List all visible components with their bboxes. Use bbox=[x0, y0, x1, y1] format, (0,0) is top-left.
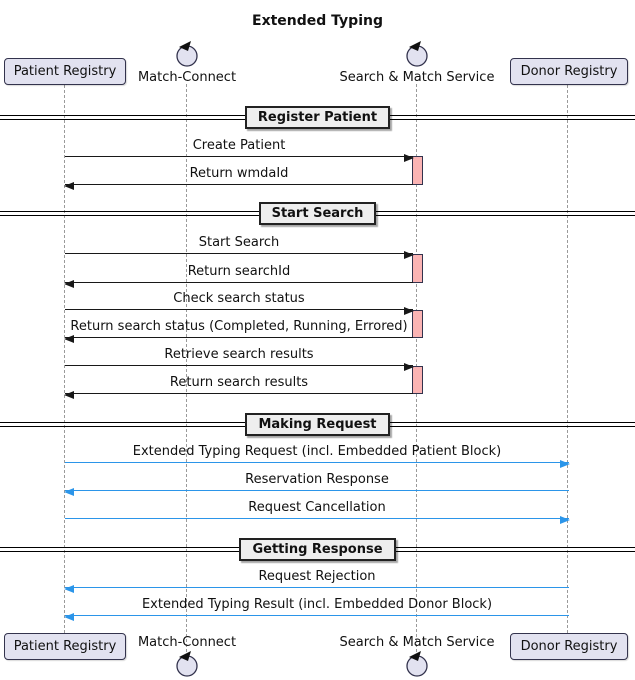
arrowhead-right-icon bbox=[560, 515, 570, 524]
message-line bbox=[65, 393, 413, 394]
arrowhead-right-icon bbox=[404, 306, 414, 315]
message-label: Extended Typing Result (incl. Embedded D… bbox=[141, 597, 493, 612]
message-label: Return search status (Completed, Running… bbox=[70, 319, 408, 334]
lifeline-match-connect bbox=[186, 84, 187, 652]
divider-getting-response: Getting Response bbox=[0, 538, 635, 561]
control-icon-match-connect-bottom bbox=[176, 651, 198, 677]
activation-bar bbox=[412, 366, 423, 394]
participant-label-match-connect-top: Match-Connect bbox=[137, 70, 237, 85]
activation-bar bbox=[412, 254, 423, 283]
divider-label: Start Search bbox=[258, 202, 377, 225]
message-extended-typing-result: Extended Typing Result (incl. Embedded D… bbox=[64, 596, 569, 621]
arrowhead-right-icon bbox=[560, 459, 570, 468]
message-extended-typing-request: Extended Typing Request (incl. Embedded … bbox=[65, 443, 570, 468]
message-line bbox=[65, 184, 413, 185]
message-line bbox=[65, 462, 569, 463]
message-label: Return search results bbox=[169, 375, 309, 390]
participant-box-donor-registry-bottom: Donor Registry bbox=[510, 633, 628, 660]
message-label: Extended Typing Request (incl. Embedded … bbox=[132, 444, 502, 459]
divider-making-request: Making Request bbox=[0, 413, 635, 436]
diagram-title: Extended Typing bbox=[252, 13, 383, 29]
participant-label-search-match-top: Search & Match Service bbox=[339, 70, 495, 85]
participant-label-search-match-bottom: Search & Match Service bbox=[339, 635, 495, 650]
arrowhead-left-icon bbox=[64, 487, 74, 496]
arrowhead-right-icon bbox=[404, 153, 414, 162]
message-return-search-results: Return search results bbox=[64, 374, 413, 399]
divider-register-patient: Register Patient bbox=[0, 106, 635, 129]
message-start-search: Start Search bbox=[65, 234, 414, 259]
message-line bbox=[65, 156, 413, 157]
message-line bbox=[65, 518, 569, 519]
message-label: Reservation Response bbox=[245, 472, 389, 487]
lifeline-donor-registry bbox=[567, 85, 568, 633]
message-label: Return wmdaId bbox=[189, 166, 289, 181]
divider-start-search: Start Search bbox=[0, 202, 635, 225]
divider-label: Making Request bbox=[245, 413, 390, 436]
arrowhead-left-icon bbox=[64, 612, 74, 621]
message-line bbox=[65, 587, 569, 588]
message-label: Request Cancellation bbox=[248, 500, 386, 515]
message-retrieve-search-results: Retrieve search results bbox=[65, 346, 414, 371]
arrowhead-left-icon bbox=[64, 181, 74, 190]
message-label: Return searchId bbox=[187, 264, 291, 279]
message-line bbox=[65, 253, 413, 254]
control-icon-match-connect-top bbox=[176, 41, 198, 67]
arrowhead-left-icon bbox=[64, 334, 74, 343]
arrowhead-left-icon bbox=[64, 279, 74, 288]
message-label: Check search status bbox=[173, 291, 305, 306]
control-icon-search-match-bottom bbox=[406, 651, 428, 677]
message-create-patient: Create Patient bbox=[65, 137, 414, 162]
participant-label: Donor Registry bbox=[520, 639, 618, 654]
participant-label: Patient Registry bbox=[13, 64, 117, 79]
participant-box-patient-registry-top: Patient Registry bbox=[4, 58, 126, 85]
participant-label-match-connect-bottom: Match-Connect bbox=[137, 635, 237, 650]
message-request-rejection: Request Rejection bbox=[64, 568, 569, 593]
message-return-search-status: Return search status (Completed, Running… bbox=[64, 318, 413, 343]
participant-box-donor-registry-top: Donor Registry bbox=[510, 58, 628, 85]
divider-label: Register Patient bbox=[244, 106, 391, 129]
message-reservation-response: Reservation Response bbox=[64, 471, 569, 496]
message-request-cancellation: Request Cancellation bbox=[65, 499, 570, 524]
message-label: Request Rejection bbox=[258, 569, 376, 584]
message-return-searchid: Return searchId bbox=[64, 263, 413, 288]
message-line bbox=[65, 309, 413, 310]
arrowhead-left-icon bbox=[64, 390, 74, 399]
message-line bbox=[65, 337, 413, 338]
arrowhead-left-icon bbox=[64, 584, 74, 593]
message-line bbox=[65, 282, 413, 283]
message-line bbox=[65, 365, 413, 366]
message-label: Create Patient bbox=[192, 138, 286, 153]
message-label: Retrieve search results bbox=[164, 347, 314, 362]
message-line bbox=[65, 490, 569, 491]
lifeline-patient-registry bbox=[64, 85, 65, 633]
participant-label: Donor Registry bbox=[520, 64, 618, 79]
activation-bar bbox=[412, 310, 423, 338]
control-icon-search-match-top bbox=[406, 41, 428, 67]
divider-label: Getting Response bbox=[239, 538, 396, 561]
message-label: Start Search bbox=[198, 235, 280, 250]
message-check-search-status: Check search status bbox=[65, 290, 414, 315]
arrowhead-right-icon bbox=[404, 250, 414, 259]
participant-box-patient-registry-bottom: Patient Registry bbox=[4, 633, 126, 660]
participant-label: Patient Registry bbox=[13, 639, 117, 654]
message-line bbox=[65, 615, 569, 616]
activation-bar bbox=[412, 156, 423, 185]
arrowhead-right-icon bbox=[404, 362, 414, 371]
message-return-wmdaid: Return wmdaId bbox=[64, 165, 413, 190]
